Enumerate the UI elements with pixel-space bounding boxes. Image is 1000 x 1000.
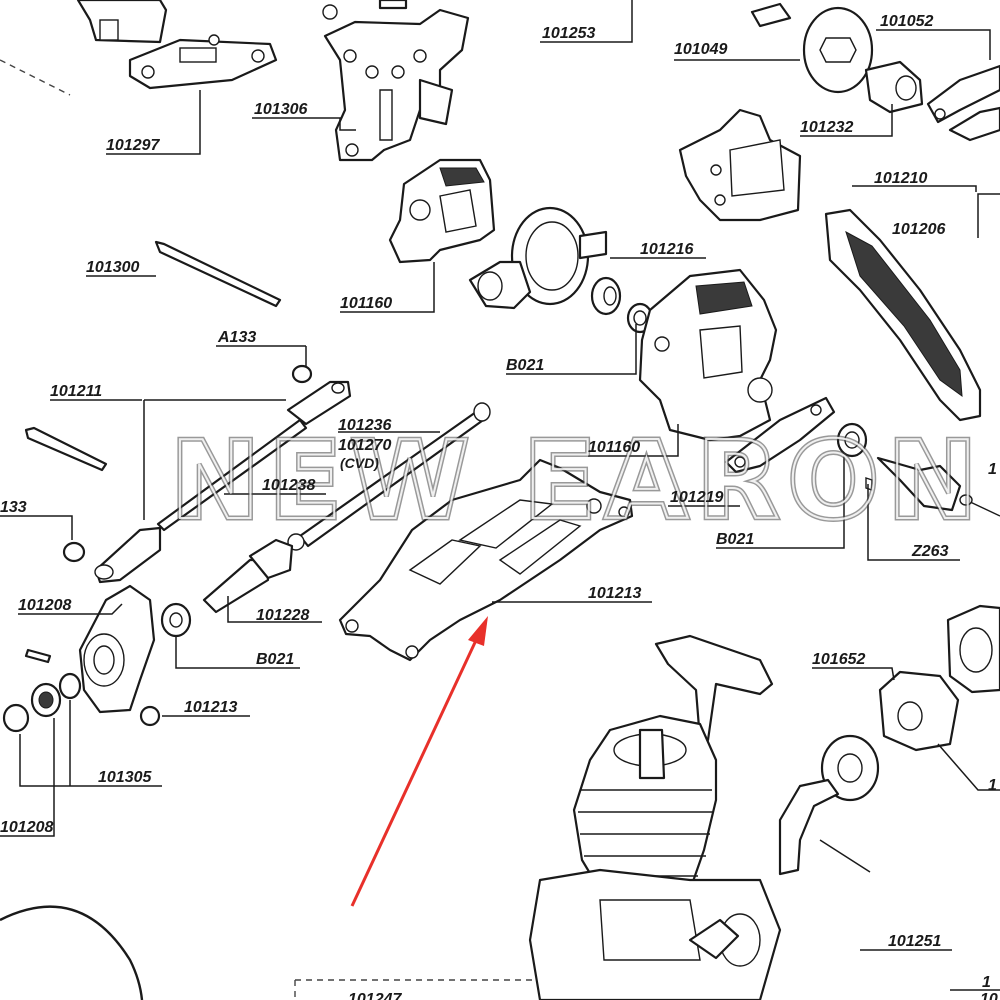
part-label: 101300 — [86, 259, 139, 276]
brake-pads — [750, 2, 1000, 142]
part-label: 101213 — [588, 585, 641, 602]
part-label: 1 — [982, 974, 991, 991]
part-label: 101228 — [256, 607, 309, 624]
dashed-box-outline — [294, 979, 541, 1000]
bearing-set — [2, 602, 192, 733]
part-label: 101208 — [18, 597, 71, 614]
upper-arm-bracket — [76, 0, 278, 90]
exhaust-elbow — [778, 778, 840, 876]
rear-bulkhead — [678, 108, 802, 222]
part-label: 101236 — [338, 417, 391, 434]
part-label: 101160 — [340, 295, 392, 312]
part-label: B021 — [716, 531, 754, 548]
part-label: 101216 — [640, 241, 693, 258]
differential-gear — [468, 206, 608, 310]
part-label: 101652 — [812, 651, 865, 668]
part-label: 101297 — [106, 137, 160, 154]
part-label: B021 — [506, 357, 544, 374]
pinion-gear — [590, 276, 622, 316]
drive-shaft — [287, 402, 491, 551]
part-label: B021 — [256, 651, 294, 668]
part-label: 101206 — [892, 221, 945, 238]
gearbox-housing — [638, 268, 778, 442]
ball-cup — [291, 364, 313, 384]
lower-suspension-arm — [338, 458, 634, 662]
motor-mount-plate — [724, 396, 836, 474]
part-label: Z263 — [911, 543, 949, 560]
pivot-pin — [24, 426, 108, 472]
part-label: 101270 — [338, 437, 391, 454]
part-label: 101160 — [588, 439, 640, 456]
shock-tower — [322, 0, 470, 162]
part-label: 133 — [0, 499, 27, 516]
part-label: 1 — [988, 777, 997, 794]
part-label: 101211 — [50, 383, 102, 400]
part-label: 10 — [980, 991, 998, 1000]
turnbuckle — [94, 380, 352, 584]
svg-text:NEW EARON: NEW EARON — [170, 419, 986, 544]
brake-disc — [802, 6, 874, 94]
hub-carrier — [78, 584, 156, 714]
watermark: NEW EARON NEW EARON — [168, 417, 986, 547]
part-label: (CVD) — [340, 455, 379, 471]
part-labels: 101253 101052 101049 101306 101297 10123… — [0, 13, 998, 1000]
part-label: 101247 — [348, 991, 402, 1000]
clutch-assembly — [820, 604, 1000, 802]
body-shell-edge — [0, 905, 144, 1000]
part-label: 101219 — [670, 489, 723, 506]
part-label: 101052 — [880, 13, 933, 30]
red-pointer-arrow — [350, 616, 488, 907]
part-label: A133 — [217, 329, 256, 346]
part-label: 101232 — [800, 119, 853, 136]
engine — [528, 634, 782, 1000]
part-label: 101306 — [254, 101, 307, 118]
dashed-guide-line — [0, 59, 71, 96]
part-label: 101251 — [888, 933, 941, 950]
brake-hub — [864, 60, 924, 114]
part-label: 101208 — [0, 819, 53, 836]
bushing — [62, 541, 86, 563]
part-label: 101305 — [98, 769, 152, 786]
chassis-rail — [824, 208, 982, 422]
bearing — [836, 422, 868, 458]
part-label: 101210 — [874, 170, 927, 187]
part-label: 1 — [988, 461, 997, 478]
svg-text:NEW EARON: NEW EARON — [170, 419, 986, 544]
part-label: 101049 — [674, 41, 727, 58]
part-label: 101238 — [262, 477, 315, 494]
diff-case-upper — [388, 158, 496, 264]
cvd-axle — [202, 538, 294, 614]
part-label: 101213 — [184, 699, 237, 716]
part-label: 101253 — [542, 25, 595, 42]
hinge-pin — [154, 240, 282, 308]
